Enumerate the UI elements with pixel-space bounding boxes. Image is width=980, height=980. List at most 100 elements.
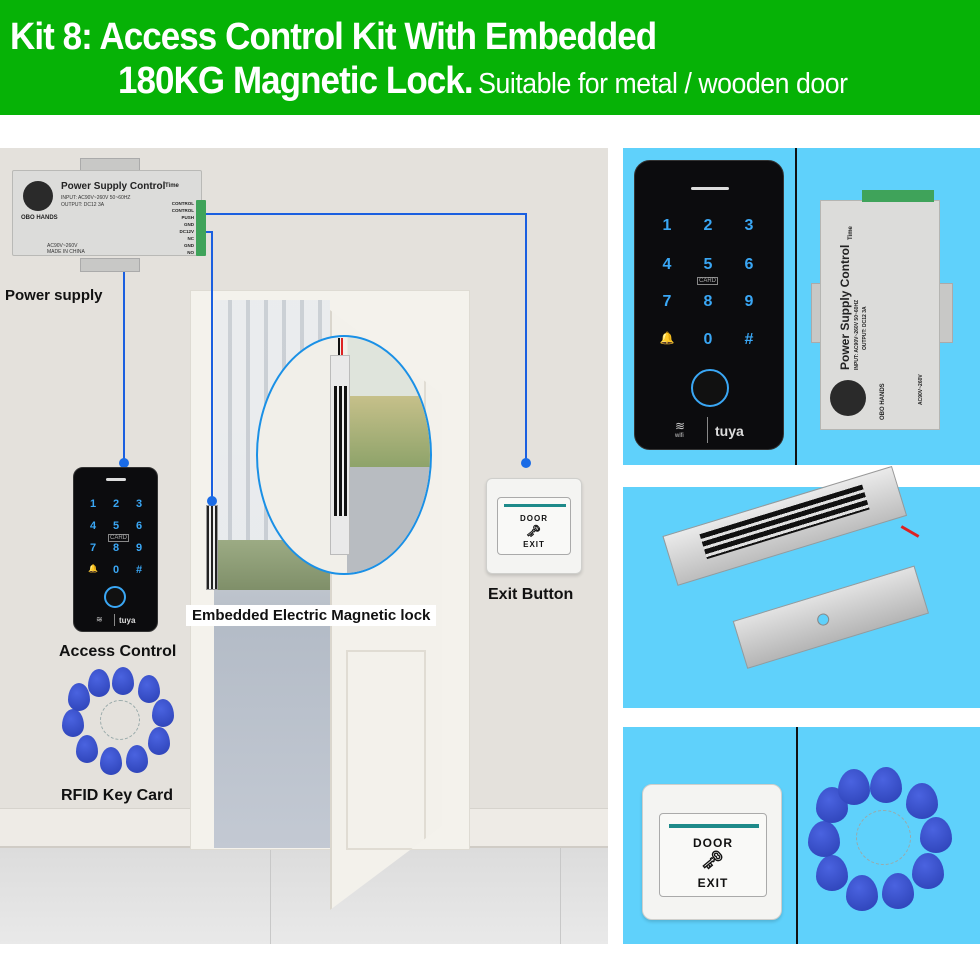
psu-specs: INPUT: AC90V~260V 50~60HZ OUTPUT: DC12 3… [61,195,131,209]
floor-tile-line [560,848,561,944]
key-1: 1 [662,217,672,234]
key-7: 7 [89,542,97,554]
rfid-key-fobs [60,665,180,777]
power-supply-unit: Power Supply Control INPUT: AC90V~260V 5… [12,170,202,256]
key-5: 5 [703,256,713,273]
key-0: 0 [112,564,120,576]
label-access-control: Access Control [59,643,177,660]
key-3: 3 [135,498,143,510]
key-2: 2 [703,217,713,234]
key-8: 8 [112,542,120,554]
key-3: 3 [744,217,754,234]
psu-brand: OBO HANDS [880,383,886,420]
key-fob [838,769,870,805]
wire-to-exit-button-h [203,213,526,215]
psu-mount-tab-right [939,283,953,343]
key-6: 6 [744,256,754,273]
floor-tile-line [270,848,271,944]
key-7: 7 [662,293,672,310]
floor [0,848,608,944]
key-fob [148,727,170,755]
tuya-logo: tuya [715,423,744,439]
label-maglock: Embedded Electric Magnetic lock [186,605,437,626]
key-fob [138,675,160,703]
key-fob [912,853,944,889]
wire-to-keypad [123,265,125,465]
exit-text: EXIT [697,876,729,890]
panel-divider [796,727,798,944]
key-fob [100,747,122,775]
access-control-keypad: 1 2 3 4 5 6 CARD 7 8 9 🔔 0 # ≋ tuya [73,467,158,632]
title-line-2: 180KG Magnetic Lock.Suitable for metal /… [118,60,848,103]
hand-logo-icon [830,380,866,416]
psu-voltage: AC90V~260V [918,374,924,405]
key-4: 4 [662,256,672,273]
indicator-strip [504,504,566,507]
indicator-bar [691,187,729,190]
door-text: DOOR [693,836,733,850]
door-text: DOOR [520,514,548,523]
label-power-supply: Power supply [5,287,103,304]
wire-endpoint-keypad [119,458,129,468]
psu-output-spec: OUTPUT: DC12 3A [61,202,105,208]
plate-hole [815,612,831,628]
psu-title: Power Supply Control [61,181,166,192]
label-exit-button: Exit Button [488,586,574,603]
psu-made-in: MADE IN CHINA [47,249,85,255]
fingerprint-sensor-icon [691,369,729,407]
bell-icon: 🔔 [659,331,675,345]
psu-title: Power Supply Control [838,244,852,370]
psu-voltage: AC90V~260V MADE IN CHINA [47,243,85,255]
exit-text: EXIT [523,540,545,549]
maglock-closeup [330,355,350,555]
exit-button-plate: DOOR 🗝 EXIT [497,497,571,555]
wire-to-lock-v [211,231,213,501]
lock-wire-black [338,338,340,356]
key-fob [152,699,174,727]
callout-background-shrubs [347,396,430,467]
key-fob [62,709,84,737]
maglock-coil [334,386,347,516]
indicator-strip [669,824,759,828]
psu-input-spec: INPUT: AC90V~260V 50~60HZ [854,299,860,370]
panel-divider [795,148,797,465]
key-fob [88,669,110,697]
tuya-logo: tuya [119,616,136,625]
key-icon: 🗝 [701,850,725,870]
key-1: 1 [89,498,97,510]
wire-to-lock-h [203,231,213,233]
key-icon: 🗝 [525,524,543,538]
wire-endpoint-lock [207,496,217,506]
key-hash: # [135,564,143,576]
wifi-label: wifi [675,433,684,439]
key-8: 8 [703,293,713,310]
card-reader-label: CARD [108,534,130,542]
psu-brand: OBO HANDS [21,215,58,221]
wire-to-exit-button-v [525,213,527,463]
terminal-label: CONTROL [171,208,194,213]
title-line-1: Kit 8: Access Control Kit With Embedded [10,16,657,58]
key-fob [906,783,938,819]
key-9: 9 [135,542,143,554]
psu-input-spec: INPUT: AC90V~260V 50~60HZ [61,195,131,201]
key-fob [112,667,134,695]
psu-voltage-value: AC90V~260V [47,243,78,249]
hand-logo-icon [23,181,53,211]
key-hash: # [744,331,754,348]
key-fob [870,767,902,803]
key-fob [920,817,952,853]
key-fob [816,855,848,891]
key-6: 6 [135,520,143,532]
key-4: 4 [89,520,97,532]
label-rfid-key-card: RFID Key Card [61,787,174,804]
key-0: 0 [703,331,713,348]
key-2: 2 [112,498,120,510]
terminal-label: PUSH [181,215,194,220]
psu-time-label: Time [848,226,854,240]
terminal-label: DC12V [179,229,194,234]
psu-mount-tab-bottom [80,258,140,272]
terminal-label: GND [184,243,194,248]
terminal-label: GND [184,222,194,227]
key-fob [68,683,90,711]
fingerprint-sensor-icon [104,586,126,608]
